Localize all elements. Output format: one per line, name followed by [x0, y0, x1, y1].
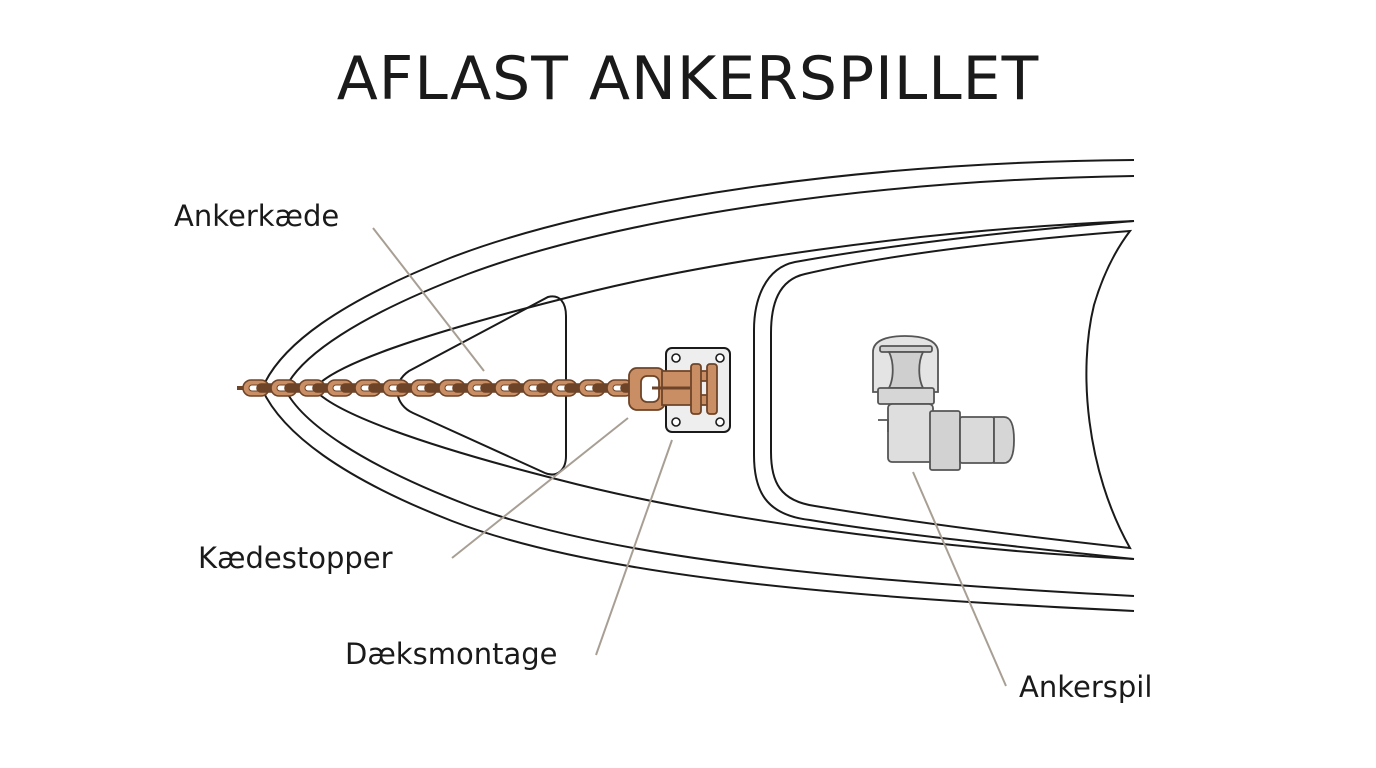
windlass — [872, 335, 1015, 471]
label-chain-stopper: Kædestopper — [198, 541, 393, 575]
windlass-well-outer — [753, 220, 1135, 560]
label-windlass: Ankerspil — [1019, 670, 1153, 704]
leader-windlass — [912, 471, 1007, 687]
leader-lines — [372, 227, 1007, 687]
label-deck-mount: Dæksmontage — [345, 637, 558, 671]
leader-deck-mount — [595, 439, 673, 656]
diagram-title: AFLAST ANKERSPILLET — [336, 44, 1040, 114]
label-anchor-chain: Ankerkæde — [174, 199, 340, 233]
leader-chain — [372, 227, 485, 372]
anchor-chain — [237, 379, 672, 397]
chain-stopper — [628, 363, 718, 415]
leader-chain-stopper — [451, 417, 629, 559]
windlass-well-inner — [770, 229, 1133, 550]
